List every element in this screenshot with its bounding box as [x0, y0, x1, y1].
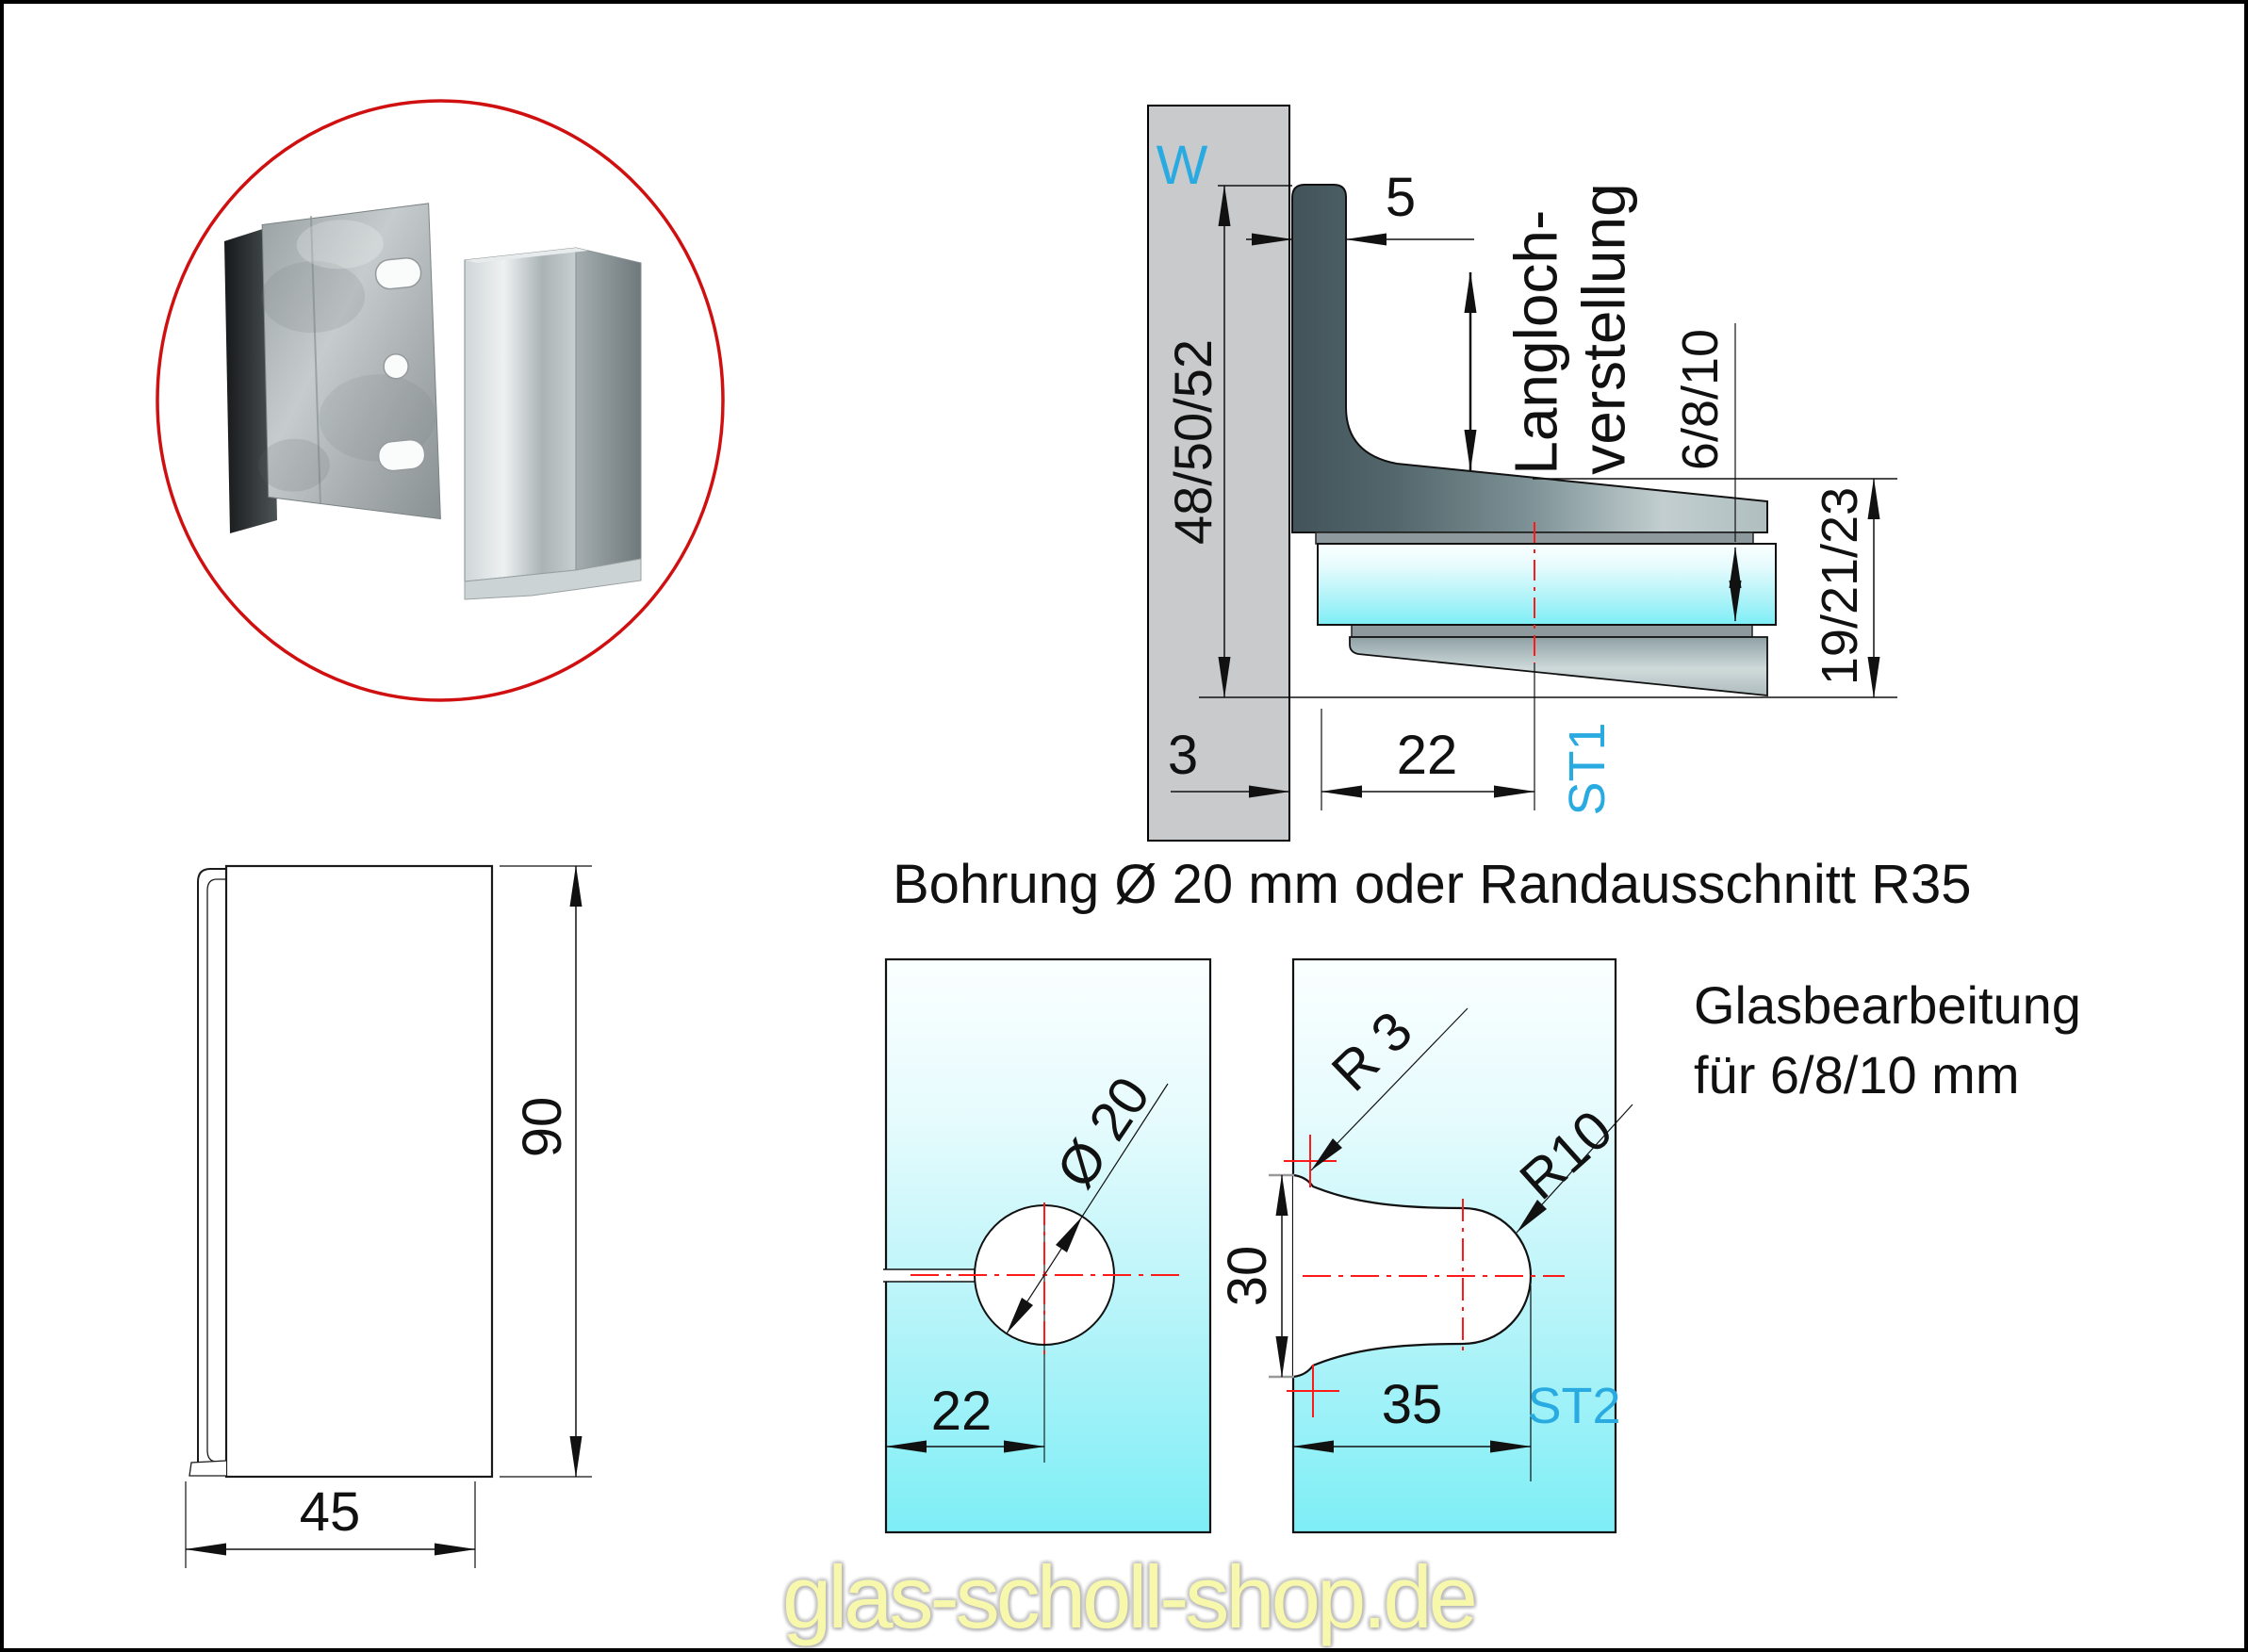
- slot-note-line1: Langloch-: [1501, 209, 1570, 475]
- wall-label: W: [1156, 135, 1208, 196]
- hole-offset-dim-label: 22: [930, 1381, 993, 1442]
- photo-slot-top: [374, 257, 422, 290]
- front-width-dim-label: 45: [299, 1481, 361, 1543]
- front-height-dim-label: 90: [512, 1096, 573, 1158]
- opening-height-dim-label: 30: [1217, 1245, 1278, 1307]
- bracket-shape: [1291, 184, 1768, 533]
- glass-thickness-dim-label: 6/8/10: [1672, 328, 1729, 471]
- glass-prep-note: Glasbearbeitung für 6/8/10 mm: [1694, 971, 2081, 1110]
- note-line1: Glasbearbeitung: [1694, 975, 2081, 1035]
- glass-panel-hole-drawing: [883, 957, 1212, 1534]
- photo-wall-plate: [257, 203, 441, 520]
- glass-panel-cutout-drawing: [1269, 957, 1633, 1534]
- technical-drawing-canvas: [156, 99, 1897, 1568]
- diameter-leader-line: [1006, 1083, 1169, 1334]
- st1-axis-label: ST1: [1559, 722, 1616, 816]
- shop-watermark: glas-scholl-shop.de: [782, 1547, 1478, 1646]
- slot-offset-dim-label: 5: [1385, 167, 1417, 228]
- clamp-height-dim-label: 19/21/23: [1812, 486, 1868, 686]
- note-line2: für 6/8/10 mm: [1694, 1044, 2020, 1104]
- lower-wedge-shape: [1349, 636, 1768, 696]
- diameter-arrow-bottom: [1007, 1298, 1033, 1333]
- photo-slot-bottom: [377, 438, 426, 472]
- front-view-drawing: [185, 864, 592, 1568]
- photo-circle: [156, 99, 725, 702]
- cutout-depth-dim-label: 35: [1381, 1374, 1443, 1435]
- product-photo: [156, 99, 725, 702]
- slot-adjustment-note: Langloch- verstellung: [1501, 183, 1637, 475]
- wall-gap-dim-label: 3: [1167, 725, 1199, 786]
- slot-note-line2: verstellung: [1569, 183, 1637, 475]
- r3-leader-arrow: [1311, 1138, 1342, 1170]
- glass-prep-heading: Bohrung Ø 20 mm oder Randausschnitt R35: [893, 854, 1972, 915]
- radius-center-crosses: [1284, 1135, 1339, 1417]
- bottom-gasket-shape: [1351, 624, 1753, 638]
- wall-height-dim-label: 48/50/52: [1163, 339, 1222, 545]
- diameter-arrow-top: [1056, 1217, 1082, 1252]
- r10-leader-arrow: [1517, 1200, 1547, 1233]
- cross-section-drawing: [1147, 105, 1897, 842]
- cover-foot-detail: [189, 1460, 227, 1477]
- glass-section-shape: [1317, 543, 1777, 626]
- st2-axis-label: ST2: [1527, 1378, 1621, 1434]
- photo-hole-middle: [383, 353, 409, 380]
- glass-inset-dim-label: 22: [1396, 725, 1458, 786]
- photo-angle-profile: [464, 247, 642, 600]
- cover-body-outline: [224, 864, 494, 1479]
